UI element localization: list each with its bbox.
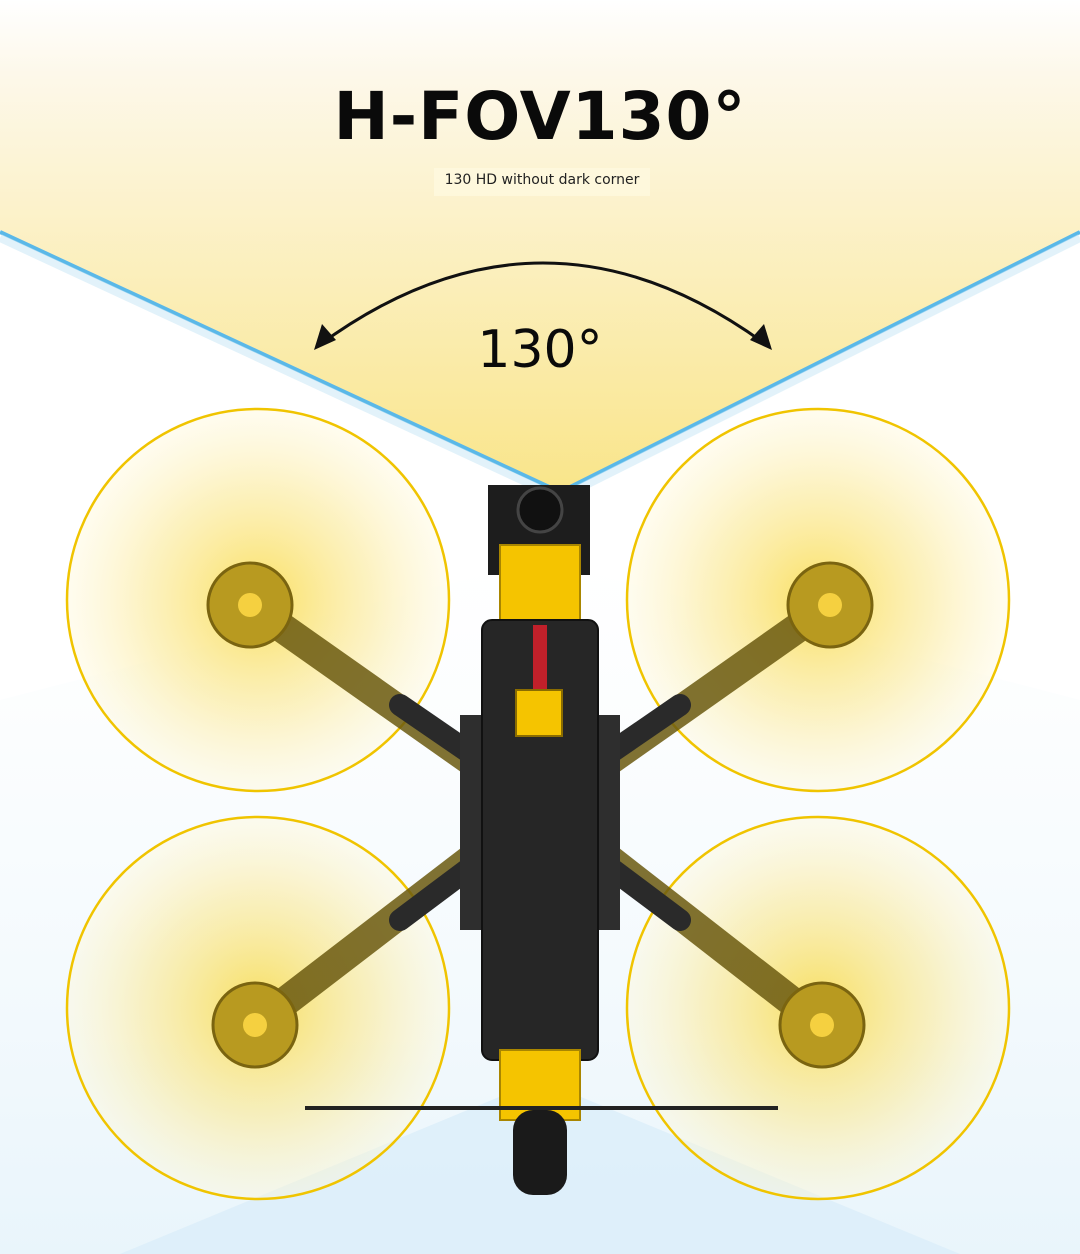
- fov-angle-label: 130°: [477, 320, 603, 380]
- motor-icon: [206, 561, 294, 649]
- motors: [206, 561, 874, 1069]
- fov-cone: [0, 0, 1080, 490]
- page-title: H-FOV130°: [333, 78, 747, 155]
- arrowhead-left-icon: [314, 324, 336, 350]
- drone: [206, 485, 874, 1195]
- xt-connector: [515, 689, 563, 737]
- motor-icon: [211, 981, 299, 1069]
- page-subtitle: 130 HD without dark corner: [434, 168, 650, 196]
- motor-icon: [786, 561, 874, 649]
- fov-arc-arrow: [317, 261, 769, 348]
- arrowhead-right-icon: [750, 324, 772, 350]
- vtx-antenna-base: [513, 1110, 567, 1195]
- camera-lens-icon: [516, 486, 564, 534]
- camera-mount: [499, 544, 581, 626]
- motor-icon: [778, 981, 866, 1069]
- battery-lead: [533, 625, 547, 695]
